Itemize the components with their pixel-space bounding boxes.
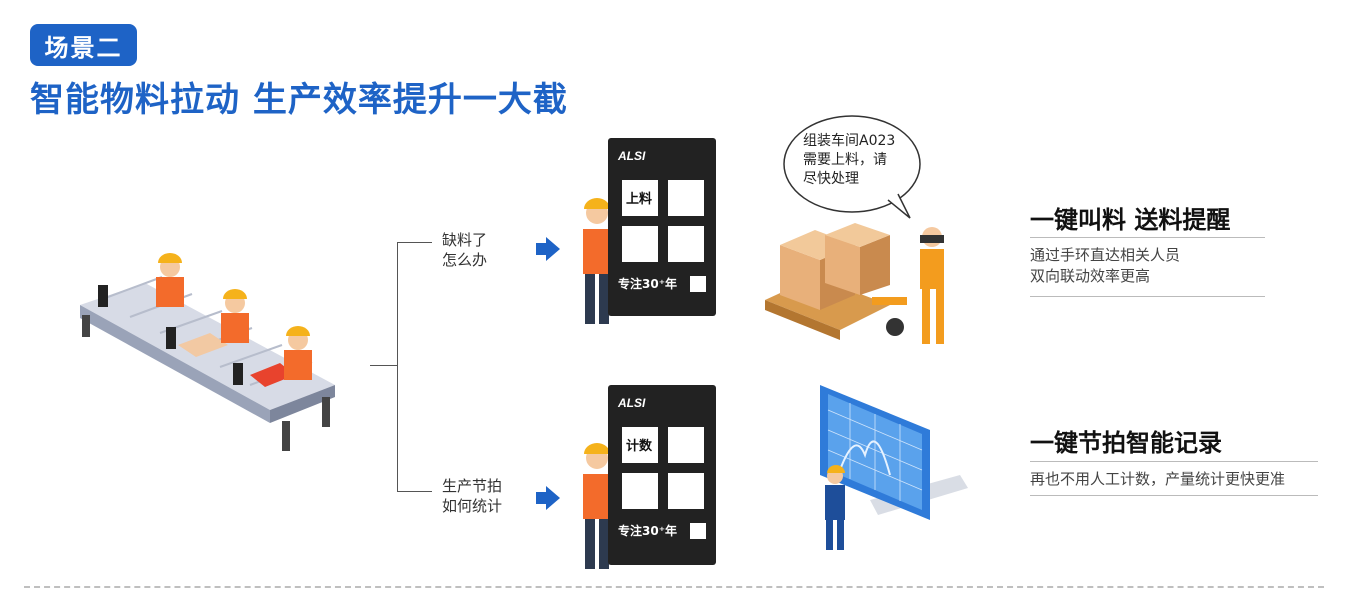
panel-slogan: 专注30⁺年 [618,276,677,291]
speech-bubble [783,115,921,219]
pallet-delivery-illustration [765,223,944,344]
arrow-right-icon [536,237,560,261]
speech-line: 尽快处理 [803,171,859,187]
panel-slogan: 专注30⁺年 [618,523,677,538]
monitor-illustration [820,385,968,550]
assembly-line-illustration [80,253,335,451]
speech-line: 需要上料，请 [803,152,887,168]
bracket-vertical [397,242,398,492]
andon-panel: ALSI 计数 专注30⁺年 [608,385,716,565]
question-line: 怎么办 [442,251,488,269]
section-divider [24,586,1324,588]
feature-desc-line: 双向联动效率更高 [1030,267,1151,285]
question-line: 如何统计 [442,497,503,515]
question-line: 缺料了 [442,231,488,249]
feature-desc-call-material: 通过手环直达相关人员 双向联动效率更高 [1030,245,1180,287]
question-line: 生产节拍 [442,477,503,495]
panel-button-label: 上料 [626,191,652,207]
divider [1030,237,1265,238]
arrow-right-icon [536,486,560,510]
feature-desc-line: 通过手环直达相关人员 [1030,246,1181,264]
panel-button-feed[interactable] [622,180,658,216]
panel-button-count[interactable] [622,427,658,463]
question-shortage: 缺料了 怎么办 [442,230,487,270]
feature-title-takt-record: 一键节拍智能记录 [1030,429,1222,457]
feature-desc-takt-record: 再也不用人工计数，产量统计更快更准 [1030,470,1286,488]
bracket-bottom [397,491,432,492]
page-title: 智能物料拉动 生产效率提升一大截 [30,80,568,120]
question-takt: 生产节拍 如何统计 [442,476,502,516]
scene-tag: 场景二 [30,24,137,66]
speech-line: 组装车间A023 [803,133,896,149]
divider [1030,461,1318,462]
speech-text: 组装车间A023 需要上料，请 尽快处理 [803,132,895,189]
brand-logo: ALSI [617,396,646,410]
panel-button-label: 计数 [626,438,653,454]
bracket-top [397,242,432,243]
divider [1030,495,1318,496]
brand-logo: ALSI [617,149,646,163]
feature-title-call-material: 一键叫料 送料提醒 [1030,206,1231,234]
divider [1030,296,1265,297]
andon-panel: ALSI 上料 专注30⁺年 [608,138,716,316]
bracket-stem [370,365,398,366]
